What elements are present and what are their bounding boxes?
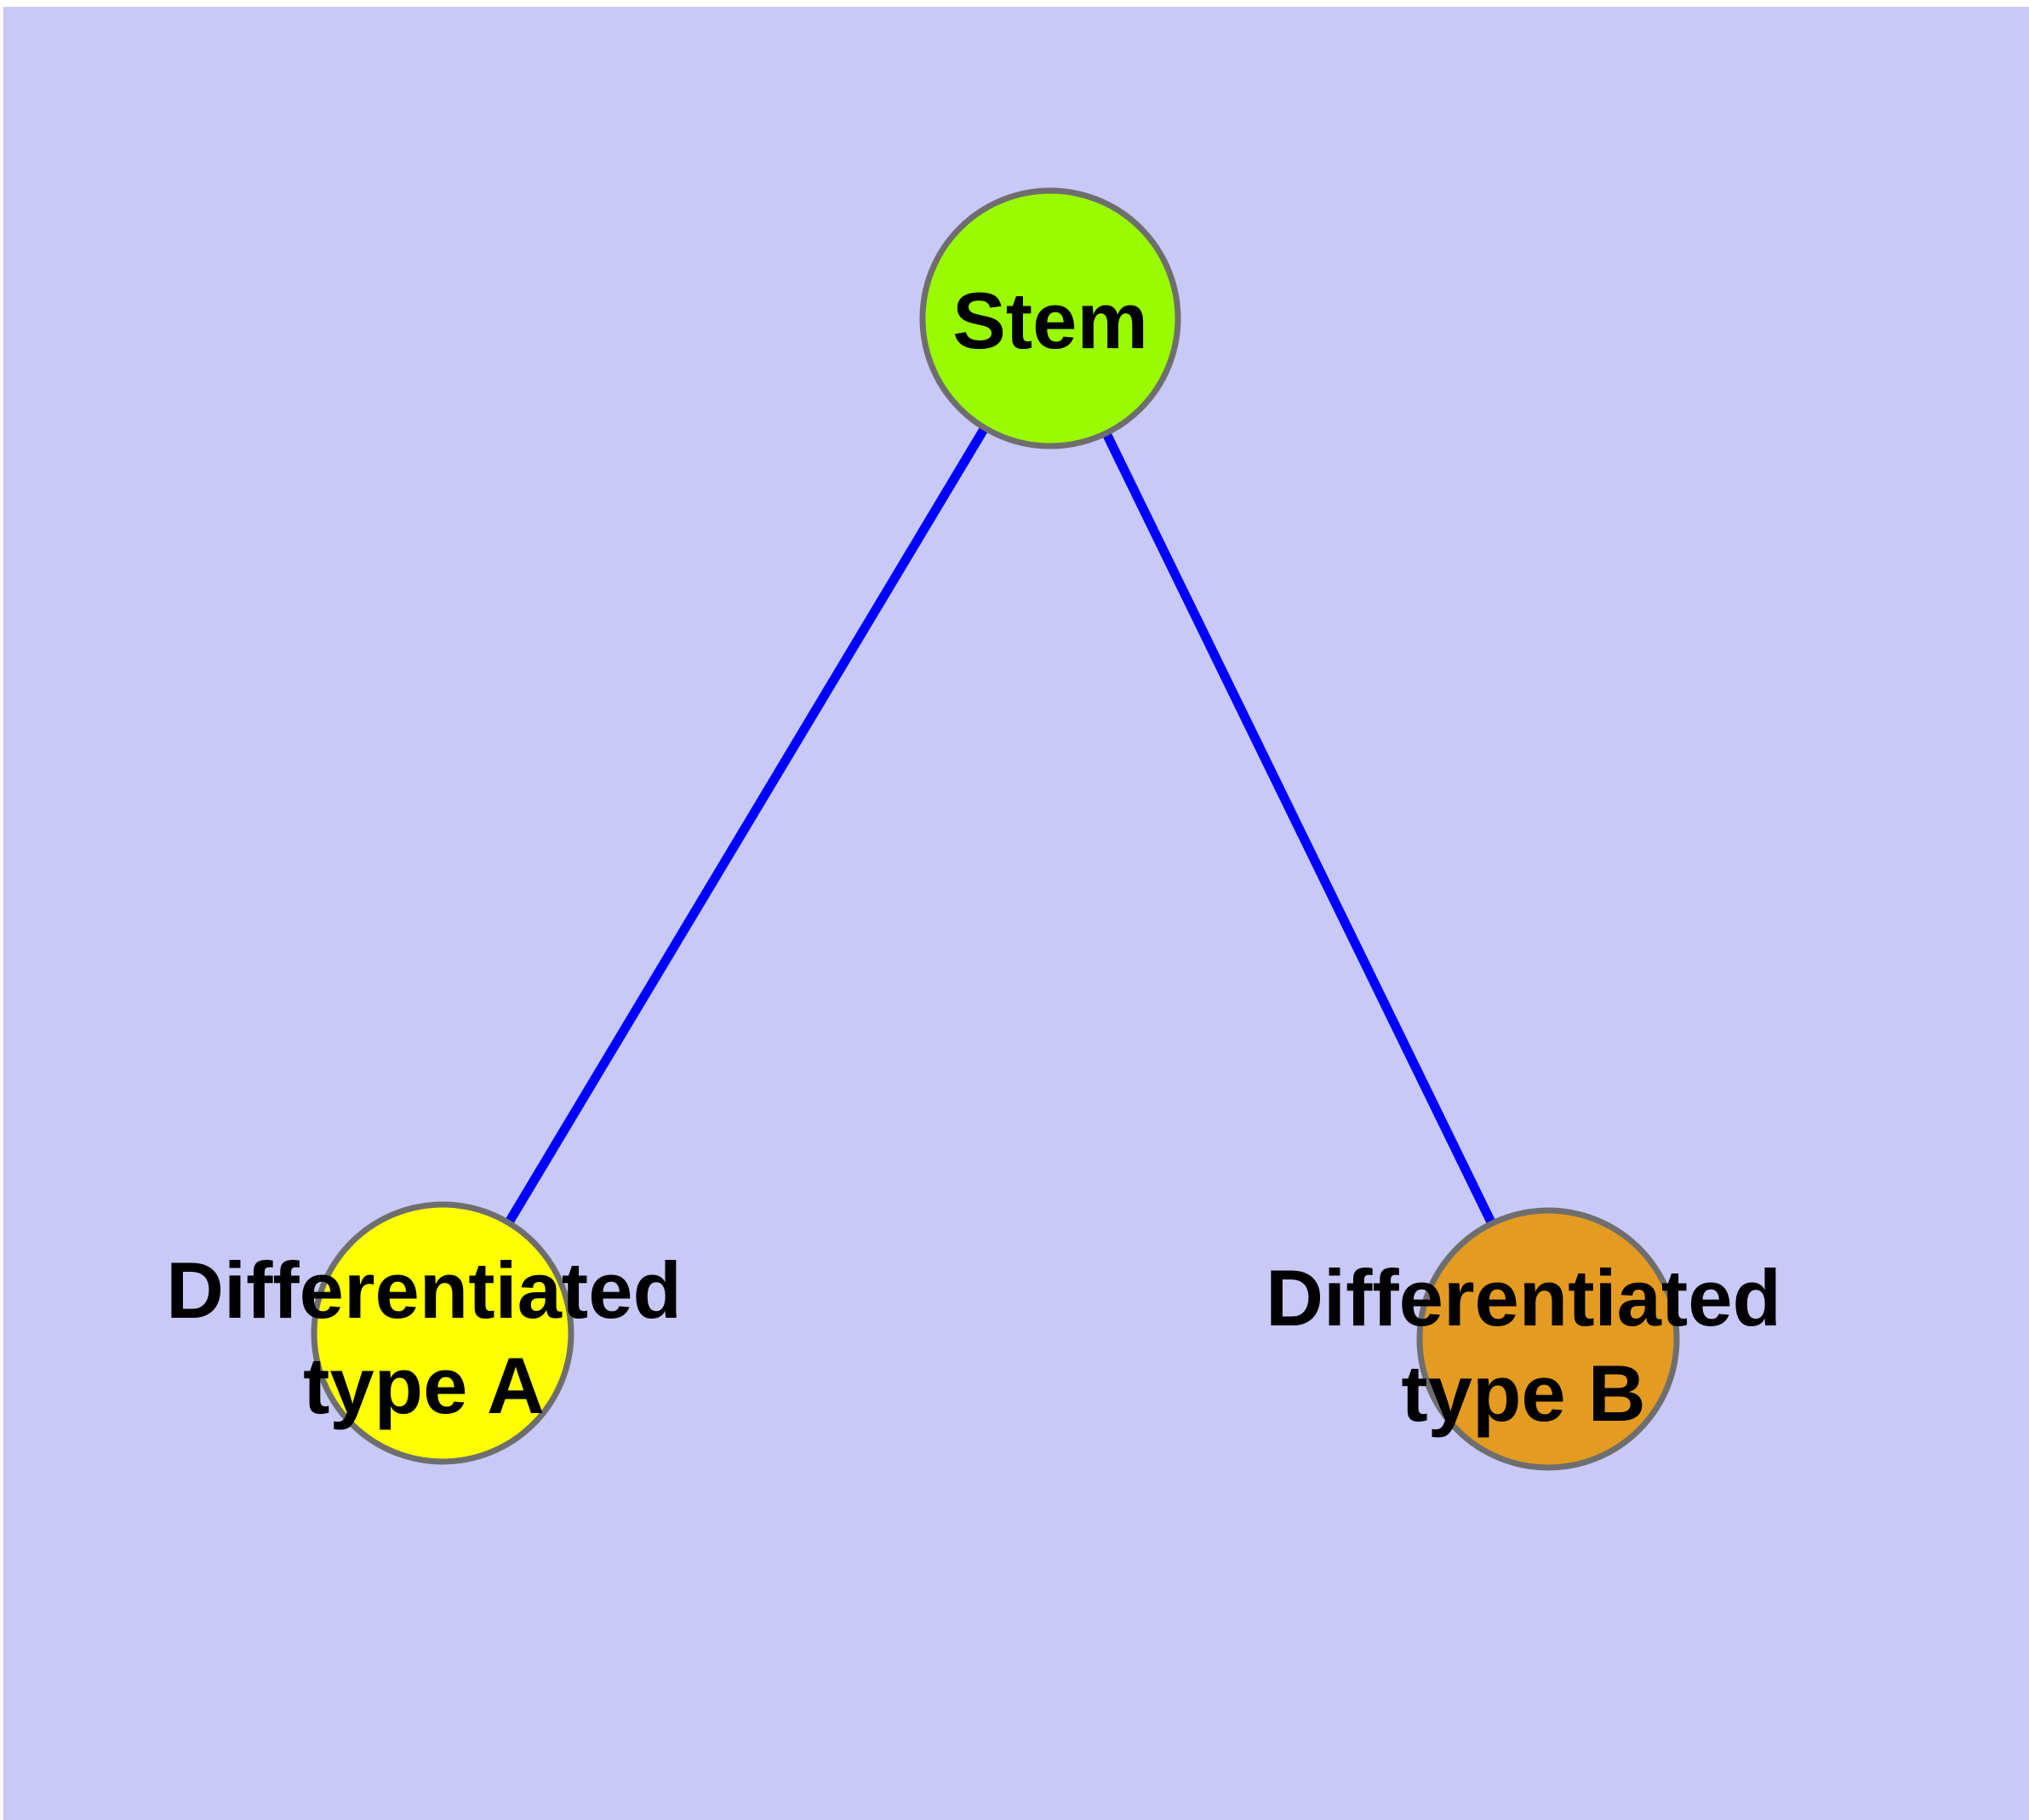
node-type-a-label-line2: type A [303,1341,545,1430]
node-type-b-label-line2: type B [1401,1348,1645,1438]
edge-stem-to-type-b [1046,316,1552,1342]
node-differentiated-type-b [1416,1207,1680,1471]
node-differentiated-type-a [311,1201,574,1465]
node-type-a-label-line1: Differentiated [166,1245,682,1335]
node-type-b-label-line1: Differentiated [1266,1253,1781,1342]
node-stem-label: Stem [952,276,1148,365]
node-stem [919,187,1181,449]
edge-stem-to-type-a [438,316,1055,1336]
